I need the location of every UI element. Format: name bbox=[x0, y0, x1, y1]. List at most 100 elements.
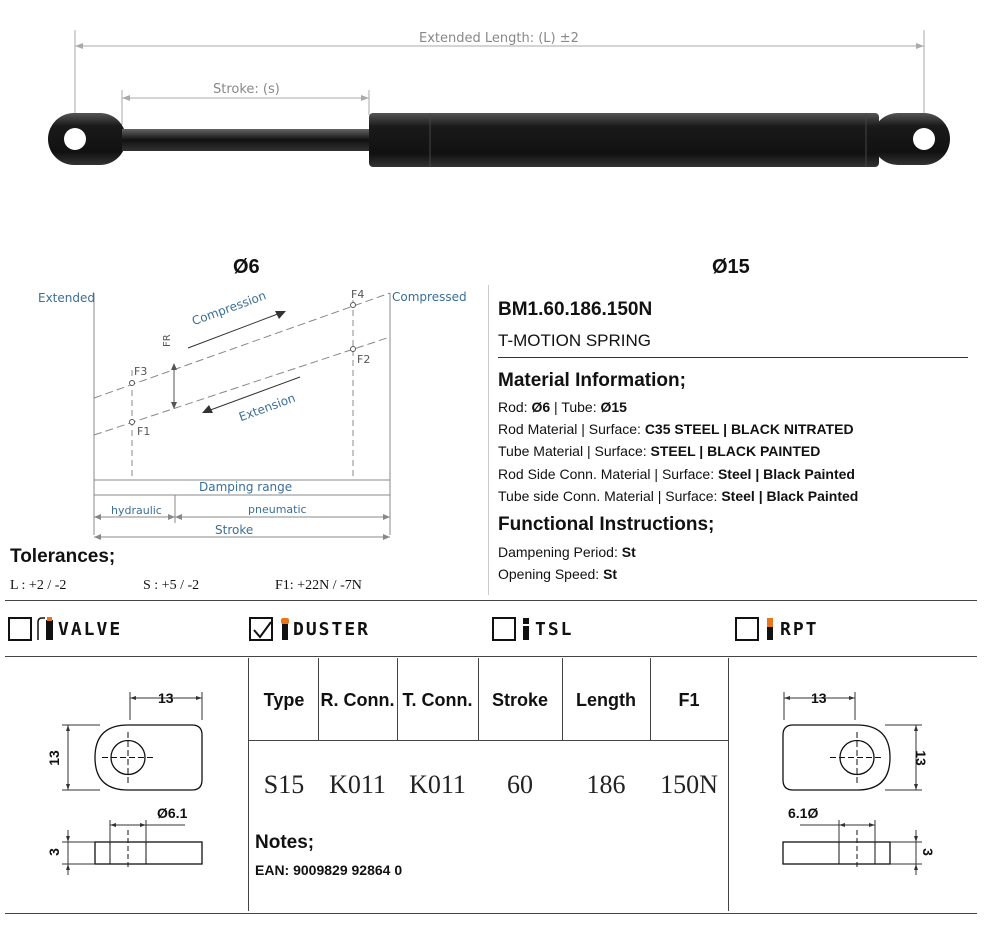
force-diagram-svg bbox=[93, 292, 391, 540]
rod-conn-value: Steel | Black Painted bbox=[717, 466, 855, 482]
stroke-dimension-label: Stroke: (s) bbox=[213, 82, 280, 97]
fr-label: FR bbox=[162, 334, 173, 347]
notes-title: Notes; bbox=[255, 832, 315, 853]
f2-label: F2 bbox=[357, 353, 371, 366]
valve-icon bbox=[37, 617, 53, 640]
rod-label: Rod: bbox=[498, 399, 532, 415]
duster-icon bbox=[281, 618, 289, 640]
left-connector-svg bbox=[62, 692, 203, 875]
tube-material-line: Tube Material | Surface: STEEL | BLACK P… bbox=[498, 443, 820, 459]
td-rconn: K011 bbox=[329, 770, 386, 799]
th-type: Type bbox=[263, 690, 305, 710]
extended-label: Extended bbox=[38, 291, 95, 305]
opening-line: Opening Speed: St bbox=[498, 566, 617, 582]
dampening-label: Dampening Period: bbox=[498, 544, 622, 560]
stroke-axis-label: Stroke bbox=[215, 523, 254, 537]
footer-border bbox=[5, 913, 977, 914]
th-tconn: T. Conn. bbox=[402, 690, 473, 710]
rpt-icon bbox=[767, 618, 773, 640]
tsl-icon bbox=[523, 618, 529, 640]
gas-spring-svg bbox=[48, 30, 950, 167]
damping-range-label: Damping range bbox=[199, 480, 293, 494]
duster-label: DUSTER bbox=[293, 619, 371, 640]
tube-conn-line: Tube side Conn. Material | Surface: Stee… bbox=[498, 488, 858, 504]
options-bottom-border bbox=[5, 656, 977, 657]
right-hole-dim: 6.1Ø bbox=[788, 805, 819, 821]
table-left-border bbox=[248, 658, 249, 911]
tube-conn-label: Tube side Conn. Material | Surface: bbox=[498, 488, 722, 504]
col-divider bbox=[318, 658, 319, 740]
duster-checkbox[interactable] bbox=[249, 617, 273, 641]
part-number: BM1.60.186.150N bbox=[498, 299, 653, 320]
tsl-label: TSL bbox=[535, 619, 574, 640]
right-connector-svg bbox=[782, 692, 922, 875]
compressed-label: Compressed bbox=[392, 290, 467, 304]
rod-material-line: Rod Material | Surface: C35 STEEL | BLAC… bbox=[498, 421, 854, 437]
opening-label: Opening Speed: bbox=[498, 566, 604, 582]
left-width-dim: 13 bbox=[158, 690, 174, 706]
rod-conn-label: Rod Side Conn. Material | Surface: bbox=[498, 466, 718, 482]
td-length: 186 bbox=[586, 770, 626, 799]
f1-label: F1 bbox=[137, 425, 151, 438]
col-divider bbox=[397, 658, 398, 740]
left-hole-dim: Ø6.1 bbox=[157, 805, 188, 821]
rod-diameter-label: Ø6 bbox=[233, 256, 260, 278]
tolerance-l: L : +2 / -2 bbox=[10, 578, 67, 593]
rpt-label: RPT bbox=[780, 619, 819, 640]
rod-material-label: Rod Material | Surface: bbox=[498, 421, 645, 437]
th-f1: F1 bbox=[678, 690, 700, 710]
header-divider bbox=[248, 740, 728, 741]
rod-tube-line: Rod: Ø6 | Tube: Ø15 bbox=[498, 399, 627, 415]
right-width-dim: 13 bbox=[811, 690, 827, 706]
tube-diameter-label: Ø15 bbox=[712, 256, 750, 278]
tube-label: | Tube: bbox=[550, 399, 601, 415]
dampening-value: St bbox=[621, 544, 636, 560]
left-thickness-dim: 3 bbox=[45, 848, 62, 856]
td-stroke: 60 bbox=[507, 770, 533, 799]
spec-separator bbox=[498, 357, 968, 358]
tolerances-title: Tolerances; bbox=[10, 546, 116, 567]
force-diagram: Extended Compressed Compression Extensio… bbox=[0, 285, 480, 545]
checkmark-icon bbox=[253, 621, 272, 639]
pneumatic-label: pneumatic bbox=[248, 503, 307, 516]
rod-material-value: C35 STEEL | BLACK NITRATED bbox=[644, 421, 854, 437]
td-f1: 150N bbox=[660, 770, 718, 799]
th-length: Length bbox=[576, 690, 636, 710]
table-right-border bbox=[728, 658, 729, 911]
right-thickness-dim: 3 bbox=[919, 848, 936, 856]
ean-code: EAN: 9009829 92864 0 bbox=[255, 862, 403, 878]
col-divider bbox=[650, 658, 651, 740]
col-divider bbox=[478, 658, 479, 740]
product-name: T-MOTION SPRING bbox=[498, 331, 651, 350]
rod-conn-line: Rod Side Conn. Material | Surface: Steel… bbox=[498, 466, 855, 482]
hydraulic-label: hydraulic bbox=[111, 504, 162, 517]
td-tconn: K011 bbox=[409, 770, 466, 799]
material-title: Material Information; bbox=[498, 370, 686, 391]
valve-label: VALVE bbox=[58, 619, 123, 640]
gas-spring-drawing: Extended Length: (L) ±2 Stroke: (s) bbox=[0, 0, 985, 200]
tube-value: Ø15 bbox=[600, 399, 627, 415]
tolerance-s: S : +5 / -2 bbox=[143, 578, 200, 593]
f3-label: F3 bbox=[134, 365, 148, 378]
opening-value: St bbox=[603, 566, 618, 582]
col-divider bbox=[562, 658, 563, 740]
tolerance-f1: F1: +22N / -7N bbox=[275, 578, 362, 593]
rod-value: Ø6 bbox=[531, 399, 551, 415]
td-type: S15 bbox=[263, 770, 305, 799]
f4-label: F4 bbox=[351, 288, 365, 301]
extended-length-label: Extended Length: (L) ±2 bbox=[419, 31, 579, 46]
left-connector-drawing: 13 13 Ø6.1 3 bbox=[40, 680, 230, 880]
rpt-checkbox[interactable] bbox=[735, 617, 759, 641]
tube-material-label: Tube Material | Surface: bbox=[498, 443, 651, 459]
tube-material-value: STEEL | BLACK PAINTED bbox=[650, 443, 821, 459]
right-connector-drawing: 13 13 6.1Ø 3 bbox=[760, 680, 960, 880]
th-rconn: R. Conn. bbox=[320, 690, 395, 710]
functional-title: Functional Instructions; bbox=[498, 514, 715, 535]
options-top-border bbox=[5, 600, 977, 601]
tsl-checkbox[interactable] bbox=[492, 617, 516, 641]
right-height-dim: 13 bbox=[912, 750, 929, 766]
left-height-dim: 13 bbox=[45, 750, 62, 766]
valve-checkbox[interactable] bbox=[8, 617, 32, 641]
spec-divider bbox=[488, 285, 489, 595]
tube-conn-value: Steel | Black Painted bbox=[721, 488, 859, 504]
